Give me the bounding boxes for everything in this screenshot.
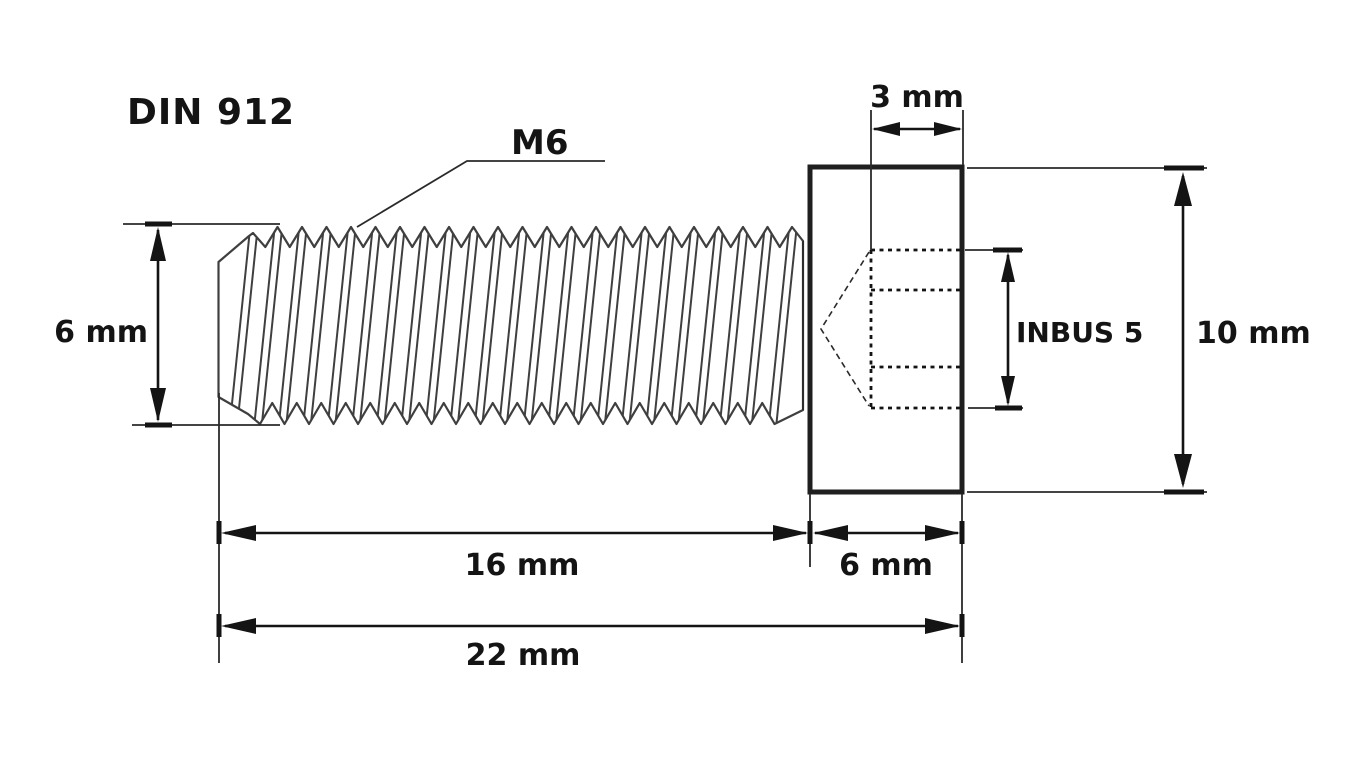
dim-head-length: 6 mm [813,525,960,583]
dim-socket-depth: 3 mm [870,80,964,250]
thread-designation-leader: M6 [356,123,605,228]
thread-length-label: 16 mm [465,548,580,583]
leader-line [356,160,605,228]
dim-socket-size: INBUS 5 [965,247,1143,411]
dim-head-diameter: 10 mm [967,165,1311,495]
arrowhead-right [934,122,962,136]
arrowhead-right [773,525,808,541]
arrowhead-right [925,618,960,634]
hex-socket-hidden-lines [820,248,960,410]
screw-head [807,164,965,495]
socket-depth-label: 3 mm [870,80,964,115]
thread-diameter-label: 6 mm [54,315,148,350]
dim-thread-length: 16 mm [221,525,808,583]
dim-total-length: 22 mm [221,618,960,673]
dim-thread-diameter: 6 mm [54,221,280,428]
socket-cone-tip [820,251,870,407]
arrowhead-left [221,525,256,541]
arrowhead-left [872,122,900,136]
arrowhead-up [1174,172,1192,206]
head-diameter-label: 10 mm [1196,316,1311,351]
arrowhead-left [221,618,256,634]
arrowhead-up [1001,252,1015,282]
arrowhead-up [150,227,166,261]
arrowhead-down [150,388,166,422]
bottom-extension-lines [216,393,965,663]
thread-designation-label: M6 [511,123,569,163]
socket-size-label: INBUS 5 [1016,316,1143,349]
arrowhead-down [1001,376,1015,406]
thread-flank-lines [229,228,798,424]
total-length-label: 22 mm [466,638,581,673]
head-length-label: 6 mm [839,548,933,583]
screw-shank [217,225,805,426]
arrowhead-down [1174,454,1192,488]
arrowhead-left [813,525,848,541]
arrowhead-right [925,525,960,541]
drawing-title: DIN 912 [127,92,295,133]
